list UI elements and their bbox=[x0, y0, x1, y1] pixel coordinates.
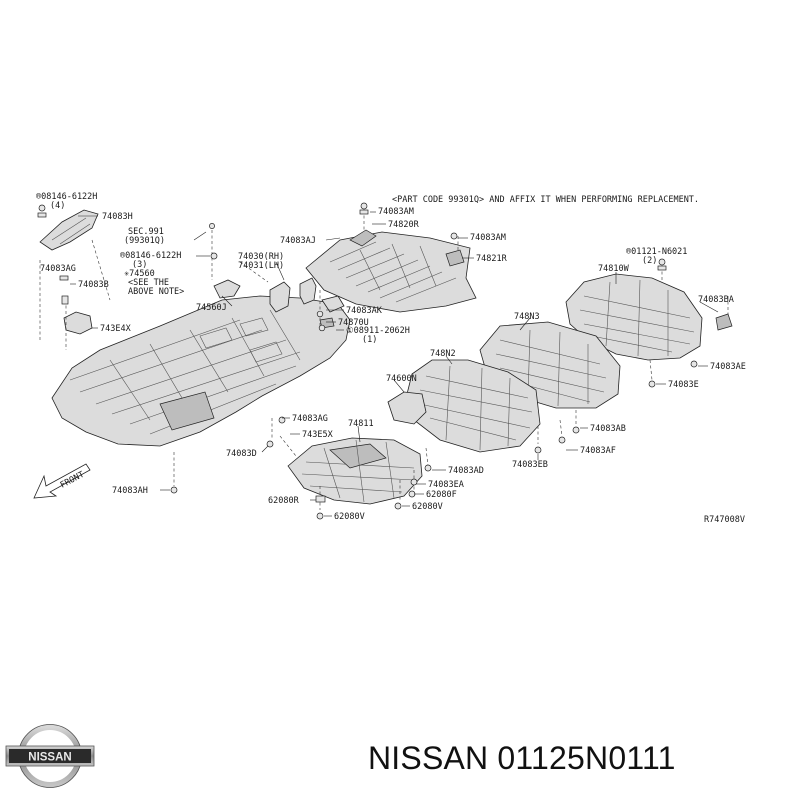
label-743e4x: 743E4X bbox=[100, 324, 132, 334]
label-74870u: 74870U bbox=[338, 318, 369, 328]
label-74083am-2: 74083AM bbox=[470, 233, 506, 243]
label-74810w: 74810W bbox=[598, 264, 630, 274]
label-62080v-2: 62080V bbox=[412, 502, 443, 512]
label-74030-rh: 74030(RH) bbox=[238, 252, 284, 262]
label-74083ag-1: 74083AG bbox=[40, 264, 76, 274]
label-08911-2062h: ①08911-2062H bbox=[346, 326, 410, 336]
label-74083ad: 74083AD bbox=[448, 466, 484, 476]
label-74083eb: 74083EB bbox=[512, 460, 548, 470]
label-62080r: 62080R bbox=[268, 496, 300, 506]
bracket-part-743e4x bbox=[63, 311, 93, 335]
label-74031-lh: 74031(LH) bbox=[238, 261, 284, 271]
rail-part-74030 bbox=[269, 277, 317, 313]
logo-text: NISSAN bbox=[28, 752, 71, 764]
label-qty-2: (2) bbox=[642, 256, 657, 266]
label-qty-4: (4) bbox=[50, 201, 65, 211]
label-sec-991: SEC.991 bbox=[128, 227, 164, 237]
label-74083ak: 74083AK bbox=[346, 306, 383, 316]
label-74083af: 74083AF bbox=[580, 446, 616, 456]
label-08146-6122h-a: ®08146-6122H bbox=[36, 192, 97, 202]
label-01121-n6021: ®01121-N6021 bbox=[626, 247, 687, 257]
alignment-lines bbox=[39, 210, 729, 510]
label-74560j: 74560J bbox=[196, 303, 227, 313]
label-743e5x: 743E5X bbox=[302, 430, 334, 440]
nissan-logo-icon: NISSAN bbox=[5, 724, 95, 788]
label-74083ae: 74083AE bbox=[710, 362, 746, 372]
replacement-note: <PART CODE 99301Q> AND AFFIX IT WHEN PER… bbox=[392, 195, 699, 205]
diagram-code: R747008V bbox=[704, 515, 745, 525]
label-08146-6122h-b: ®08146-6122H bbox=[120, 251, 181, 261]
label-above-note: ABOVE NOTE> bbox=[128, 287, 184, 297]
label-748n2: 748N2 bbox=[430, 349, 456, 359]
label-74083am-1: 74083AM bbox=[378, 207, 414, 217]
bracket-part-74083h bbox=[39, 209, 99, 251]
label-74083e: 74083E bbox=[668, 380, 699, 390]
rear-floor-cover-part bbox=[305, 229, 477, 313]
label-74083ba: 74083BA bbox=[698, 295, 734, 305]
label-748n3: 748N3 bbox=[514, 312, 540, 322]
part-labels: ®08146-6122H (4) 74083H SEC.991 (99301Q)… bbox=[36, 192, 746, 522]
label-74083ah: 74083AH bbox=[112, 486, 148, 496]
brand-part-number: NISSAN 01125N0111 bbox=[368, 740, 676, 776]
front-arrow-icon bbox=[33, 463, 91, 499]
label-74083b: 74083B bbox=[78, 280, 109, 290]
label-74560: ✳74560 bbox=[124, 269, 155, 279]
engine-undercover-part-74811 bbox=[287, 437, 423, 505]
label-74821r: 74821R bbox=[476, 254, 508, 264]
label-74811: 74811 bbox=[348, 419, 374, 429]
label-99301q: (99301Q) bbox=[124, 236, 165, 246]
front-undercover-part bbox=[51, 295, 351, 447]
label-74083aj: 74083AJ bbox=[280, 236, 316, 246]
label-74083ag-2: 74083AG bbox=[292, 414, 328, 424]
label-74083ab: 74083AB bbox=[590, 424, 626, 434]
label-qty-3: (3) bbox=[132, 260, 147, 270]
label-74600n: 74600N bbox=[386, 374, 417, 384]
label-62080f: 62080F bbox=[426, 490, 457, 500]
label-74820r: 74820R bbox=[388, 220, 420, 230]
label-74083ea: 74083EA bbox=[428, 480, 464, 490]
fasteners bbox=[37, 202, 698, 520]
leader-lines bbox=[70, 211, 719, 517]
label-see-the: <SEE THE bbox=[128, 278, 169, 288]
label-62080v-1: 62080V bbox=[334, 512, 365, 522]
label-74083d: 74083D bbox=[226, 449, 257, 459]
side-cover-part-748n2 bbox=[405, 359, 541, 453]
label-74083h: 74083H bbox=[102, 212, 133, 222]
label-qty-1: (1) bbox=[362, 335, 377, 345]
clip-part-74560 bbox=[213, 279, 241, 299]
